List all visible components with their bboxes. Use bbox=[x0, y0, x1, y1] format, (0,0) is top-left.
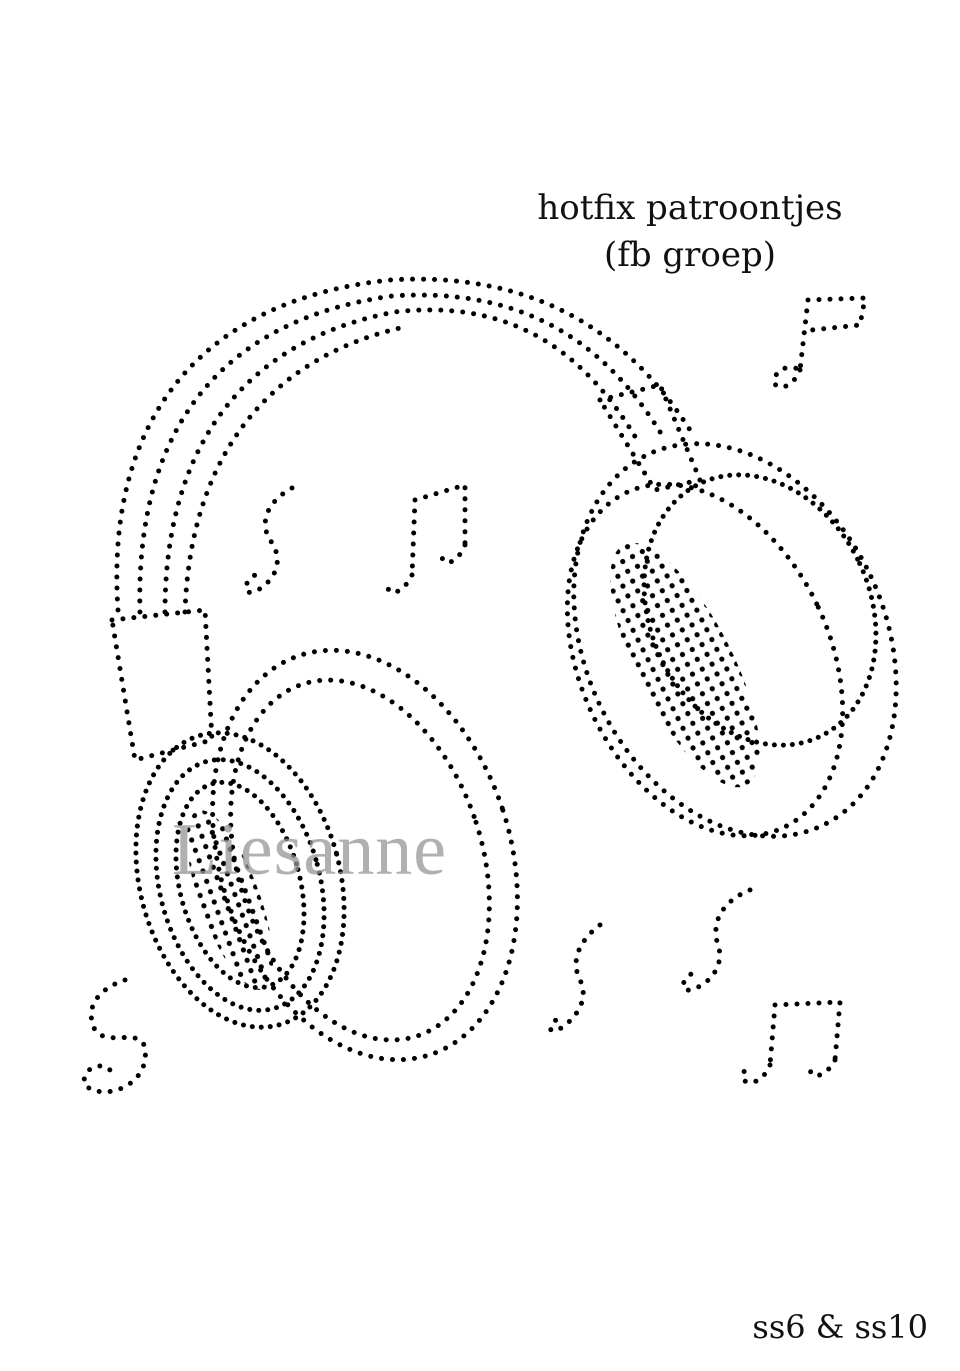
left-cushion-fill bbox=[186, 810, 274, 990]
caption-line-1: hotfix patroontjes bbox=[537, 188, 843, 228]
music-notes bbox=[81, 295, 869, 1095]
stone-sizes-label: ss6 & ss10 bbox=[752, 1308, 928, 1346]
right-cushion-fill bbox=[610, 542, 760, 788]
headband bbox=[109, 276, 704, 764]
watermark: Liesanne bbox=[172, 809, 448, 891]
caption-line-2: (fb groep) bbox=[603, 235, 777, 275]
right-ear-cup bbox=[564, 441, 899, 839]
left-ear-cup bbox=[133, 647, 520, 1063]
